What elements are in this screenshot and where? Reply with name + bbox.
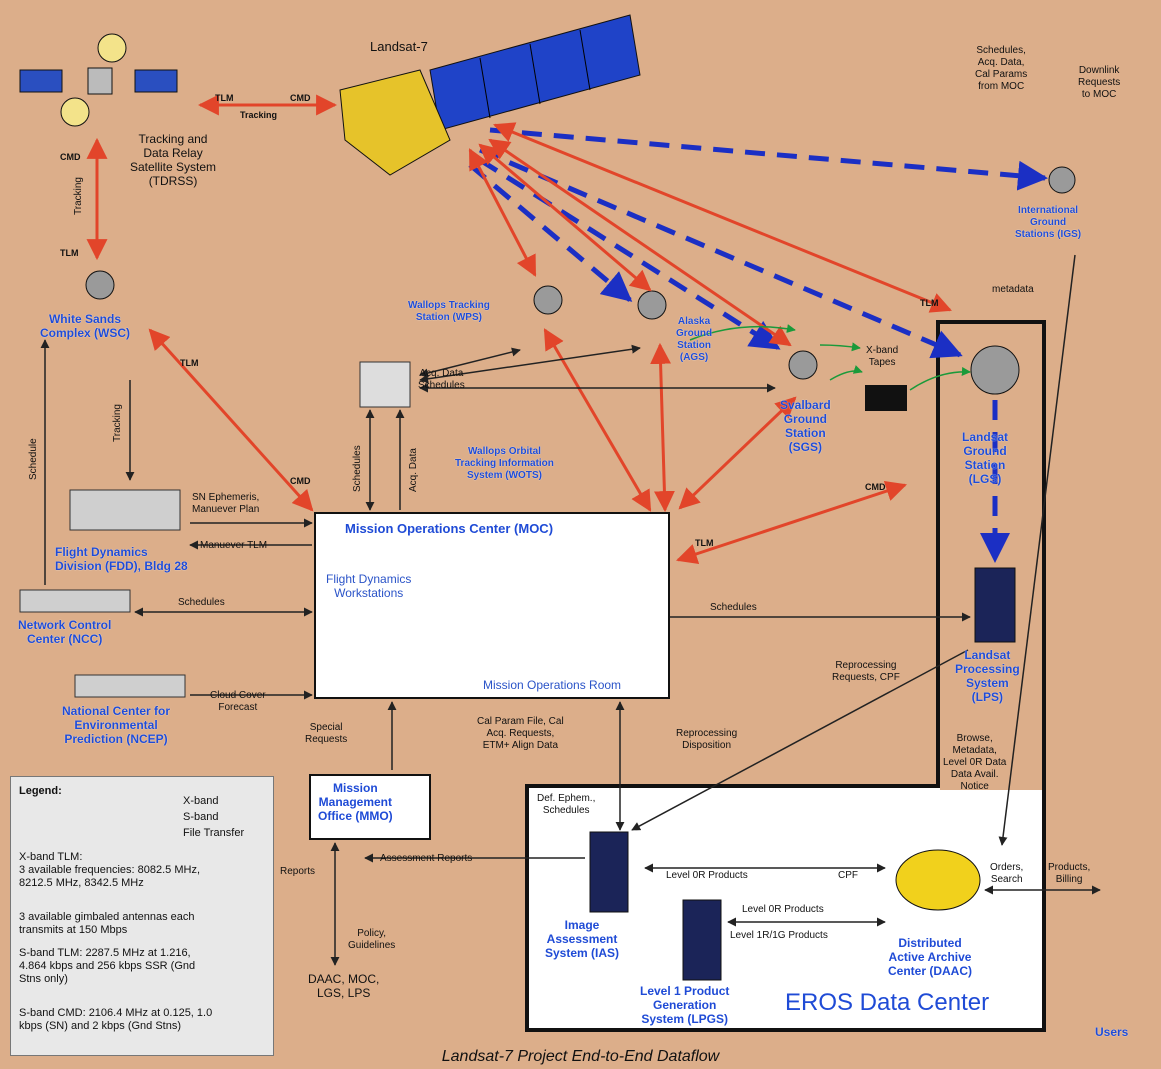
tlm-label-4: TLM: [180, 358, 199, 368]
legend-file: File Transfer: [183, 827, 245, 839]
cmd-label-4: CMD: [865, 482, 886, 492]
tlm-label-1: TLM: [215, 93, 234, 103]
mmo-box: [309, 774, 431, 840]
legend-xband: X-band: [183, 795, 219, 807]
orders-label: Orders, Search: [990, 862, 1024, 885]
moc-label: Mission Operations Center (MOC): [345, 521, 554, 536]
dish-igs: [1048, 166, 1076, 194]
legend: Legend: X-band S-band File Transfer X-ba…: [10, 776, 274, 1056]
sgs-label: Svalbard Ground Station (SGS): [780, 398, 831, 454]
landsat-satellite: [339, 14, 641, 176]
dish-lgs: [970, 345, 1020, 395]
daac-list-label: DAAC, MOC, LGS, LPS: [308, 972, 380, 1000]
tdrss-satellite: [19, 33, 178, 127]
mmo-label: Mission Management Office (MMO): [318, 781, 393, 823]
tracking-label-1: Tracking: [240, 110, 278, 120]
schedules-vert-label: Schedules: [352, 445, 363, 492]
reproc-disp-label: Reprocessing Disposition: [676, 728, 738, 751]
xband-tapes-label: X-band Tapes: [866, 345, 899, 368]
reproc-req-label: Reprocessing Requests, CPF: [832, 660, 900, 683]
tdrss-label: Tracking and Data Relay Satellite System…: [130, 132, 217, 188]
wots-label: Wallops Orbital Tracking Information Sys…: [455, 446, 554, 481]
def-ephem-label: Def. Ephem., Schedules: [537, 793, 596, 816]
ias-label: Image Assessment System (IAS): [545, 918, 620, 960]
dish-sgs: [788, 350, 818, 380]
mor-label: Mission Operations Room: [483, 678, 622, 692]
schedules-moc-label: Schedules: [710, 602, 757, 613]
users-label: Users: [1095, 1025, 1129, 1039]
cmd-label-3: CMD: [290, 476, 311, 486]
cmd-label-1: CMD: [290, 93, 311, 103]
acq-sched-label: Acq. Data Schedules: [418, 368, 465, 391]
tlm-label-2: TLM: [60, 248, 79, 258]
legend-sband: S-band: [183, 811, 219, 823]
browse-label: Browse, Metadata, Level 0R Data Data Ava…: [943, 733, 1007, 792]
cal-params-label: Cal Param File, Cal Acq. Requests, ETM+ …: [477, 716, 564, 751]
metadata-label: metadata: [992, 284, 1034, 295]
igs-label: International Ground Stations (IGS): [1015, 205, 1082, 240]
cloud-cover-label: Cloud Cover Forecast: [210, 690, 266, 713]
wsc-label: White Sands Complex (WSC): [40, 312, 130, 340]
lgs-label: Landsat Ground Station (LGS): [962, 430, 1009, 486]
manuever-tlm-label: Manuever TLM: [200, 540, 268, 551]
dish-ags: [637, 290, 667, 320]
legend-note-1: X-band TLM: 3 available frequencies: 808…: [19, 851, 200, 889]
tlm-label-3: TLM: [920, 298, 939, 308]
fdw-label: Flight Dynamics Workstations: [326, 572, 412, 600]
legend-note-3: S-band TLM: 2287.5 MHz at 1.216, 4.864 k…: [19, 947, 196, 985]
fdd-label: Flight Dynamics Division (FDD), Bldg 28: [55, 545, 188, 573]
schedule-label: Schedule: [28, 438, 39, 480]
cmd-label-2: CMD: [60, 152, 81, 162]
l0r2-label: Level 0R Products: [742, 904, 824, 915]
landsat-label: Landsat-7: [370, 39, 428, 54]
tracking-label-3: Tracking: [112, 404, 123, 442]
igs-sched-label: Schedules, Acq. Data, Cal Params from MO…: [975, 45, 1028, 92]
ags-label: Alaska Ground Station (AGS): [676, 316, 713, 363]
wps-label: Wallops Tracking Station (WPS): [408, 300, 490, 323]
assessment-label: Assessment Reports: [380, 853, 473, 864]
daac-label: Distributed Active Archive Center (DAAC): [888, 936, 972, 978]
sn-ephemeris-label: SN Ephemeris, Manuever Plan: [192, 492, 260, 515]
legend-note-2: 3 available gimbaled antennas each trans…: [19, 911, 195, 936]
lps-label: Landsat Processing System (LPS): [955, 648, 1020, 704]
dish-wps: [533, 285, 563, 315]
ncep-label: National Center for Environmental Predic…: [62, 704, 171, 746]
policy-label: Policy, Guidelines: [348, 928, 396, 951]
special-requests-label: Special Requests: [305, 722, 348, 745]
l0r-label: Level 0R Products: [666, 870, 748, 881]
tracking-label-2: Tracking: [72, 177, 84, 215]
cpf-label: CPF: [838, 870, 858, 881]
products-label: Products, Billing: [1048, 862, 1091, 885]
ncc-label: Network Control Center (NCC): [18, 618, 112, 646]
buildings: [19, 361, 1016, 981]
tlm-label-5: TLM: [695, 538, 714, 548]
l1-label: Level 1R/1G Products: [730, 930, 828, 941]
acq-data-vert-label: Acq. Data: [408, 448, 419, 492]
legend-note-4: S-band CMD: 2106.4 MHz at 0.125, 1.0 kbp…: [19, 1007, 213, 1032]
lpgs-label: Level 1 Product Generation System (LPGS): [640, 984, 730, 1026]
reports-label: Reports: [280, 866, 316, 877]
moc-box: [314, 512, 670, 699]
igs-downlink-label: Downlink Requests to MOC: [1078, 65, 1121, 100]
legend-title: Legend:: [19, 785, 62, 797]
diagram-title: Landsat-7 Project End-to-End Dataflow: [441, 1048, 720, 1065]
schedules-ncc-label: Schedules: [178, 597, 225, 608]
eros-label: EROS Data Center: [785, 989, 990, 1016]
dish-wsc: [85, 270, 115, 300]
